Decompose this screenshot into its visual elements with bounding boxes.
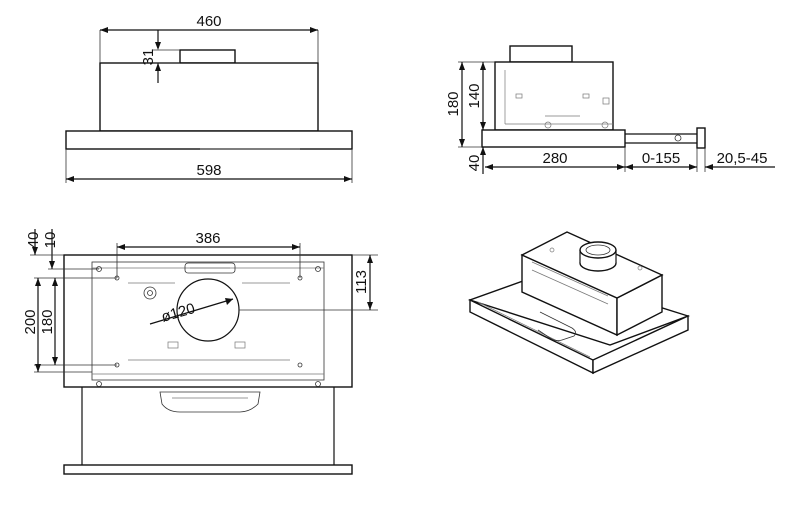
dim-40-top: 40 — [25, 232, 42, 249]
dim-460: 460 — [196, 13, 221, 30]
front-body — [99, 62, 319, 132]
dim-200: 200 — [22, 309, 39, 334]
side-panel — [481, 129, 626, 148]
top-frame — [63, 254, 353, 388]
side-view: 180 140 40 280 0-155 20,5-45 — [445, 45, 775, 174]
dim-280: 280 — [542, 150, 567, 167]
side-front-handle — [696, 127, 706, 149]
dim-0-155: 0-155 — [642, 150, 680, 167]
front-collar — [179, 49, 236, 64]
dim-20-5-45: 20,5-45 — [717, 150, 768, 167]
iso-duct-top — [579, 241, 617, 259]
dim-10-top: 10 — [42, 232, 59, 249]
side-collar — [509, 45, 573, 63]
dim-140: 140 — [466, 83, 483, 108]
dim-598: 598 — [196, 162, 221, 179]
dim-180-side: 180 — [445, 91, 462, 116]
dim-40-side: 40 — [466, 155, 483, 172]
front-view: 460 31 598 — [65, 13, 353, 183]
isometric-view — [467, 231, 691, 375]
top-drawer-handle — [159, 391, 261, 413]
dim-180-top: 180 — [39, 309, 56, 334]
iso-drawer-handle — [537, 311, 576, 342]
dim-113: 113 — [353, 270, 370, 294]
side-body — [494, 61, 614, 131]
top-drawer-front — [63, 464, 353, 475]
front-panel — [65, 130, 353, 150]
dim-31: 31 — [140, 49, 157, 66]
dim-386: 386 — [195, 230, 220, 247]
top-view: ø120 386 40 10 200 180 — [22, 229, 378, 475]
